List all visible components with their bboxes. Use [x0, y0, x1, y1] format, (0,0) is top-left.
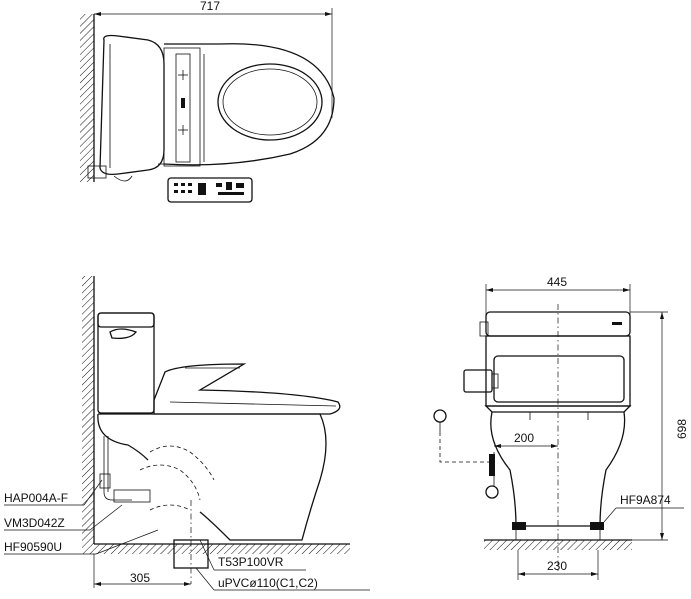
label-vm3d042z: VM3D042Z: [4, 516, 65, 530]
label-hf90590u: HF90590U: [4, 540, 62, 554]
top-view: 717: [80, 0, 335, 203]
dim-top-width: 717: [200, 0, 220, 13]
top-wall-hatch: [80, 14, 94, 182]
label-hf9a874: HF9A874: [620, 493, 671, 507]
label-upvc-pipe: uPVCø110(C1,C2): [218, 576, 318, 590]
dim-rough-in: 305: [130, 571, 150, 585]
dim-front-height: 698: [675, 419, 689, 439]
dim-base-width: 230: [547, 559, 567, 573]
front-floor-hatch: [484, 540, 632, 550]
label-hap004a-f: HAP004A-F: [4, 491, 68, 505]
front-view: 445 200: [433, 275, 689, 580]
side-wall-hatch: [82, 276, 94, 544]
side-floor-hatch: [82, 544, 350, 554]
part-labels: HAP004A-F VM3D042Z HF90590U T53P100VR uP…: [4, 479, 370, 591]
remote-control: [167, 177, 253, 203]
label-t53p100vr: T53P100VR: [218, 555, 284, 569]
side-view: 305: [82, 276, 350, 588]
dim-supply-offset: 200: [514, 431, 534, 445]
dim-front-width: 445: [547, 275, 567, 289]
